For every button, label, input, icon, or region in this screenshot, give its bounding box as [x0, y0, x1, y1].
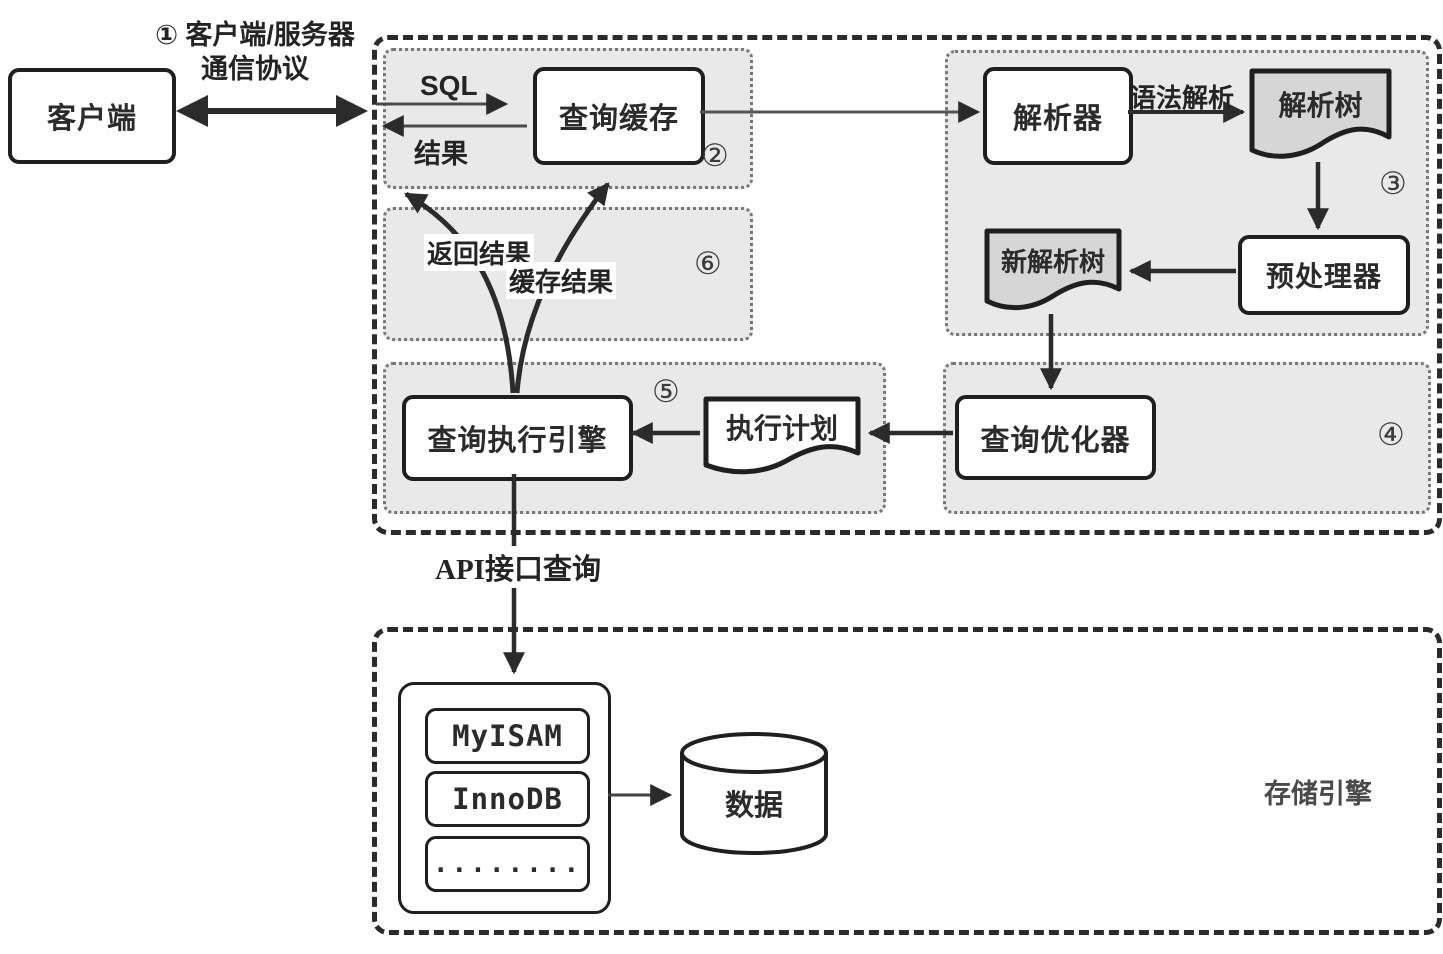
exec-plan-doc: 执行计划: [702, 395, 862, 477]
result-label: 结果: [414, 139, 468, 169]
query-optimizer-label: 查询优化器: [980, 424, 1131, 457]
step-4-badge: ④: [1377, 417, 1405, 452]
database-cylinder-icon: [680, 732, 828, 855]
step-6-badge: ⑥: [694, 246, 722, 281]
query-exec-engine-label: 查询执行引擎: [427, 425, 608, 457]
storage-engine-title: 存储引擎: [1264, 779, 1372, 809]
syntax-parse-label: 语法解析: [1130, 83, 1235, 113]
parse-tree-label: 解析树: [1278, 90, 1363, 121]
step-5-badge: ⑤: [652, 374, 680, 409]
query-exec-engine-node: 查询执行引擎: [402, 395, 633, 481]
protocol-line1: ① 客户端/服务器: [155, 20, 355, 50]
query-cache-label: 查询缓存: [558, 103, 679, 135]
document-shape-icon: [1249, 68, 1392, 159]
server-layer-container: [372, 35, 1442, 535]
query-optimizer-node: 查询优化器: [955, 395, 1156, 480]
engine-innodb: InnoDB: [425, 771, 590, 827]
document-shape-icon: [984, 228, 1122, 311]
data-label: 数据: [724, 790, 783, 822]
parser-node: 解析器: [983, 67, 1133, 165]
engine-others: ........: [425, 836, 590, 892]
client-node: 客户端: [8, 68, 176, 164]
innodb-label: InnoDB: [452, 782, 563, 816]
parse-tree-doc: 解析树: [1248, 67, 1393, 165]
step-2-badge: ②: [701, 138, 729, 173]
exec-plan-label: 执行计划: [725, 413, 838, 444]
data-cylinder: 数据: [678, 730, 830, 857]
engine-list-container: MyISAM InnoDB ........: [398, 682, 611, 914]
sql-label: SQL: [420, 70, 478, 101]
preprocessor-label: 预处理器: [1265, 261, 1382, 292]
query-cache-node: 查询缓存: [533, 67, 705, 165]
step-3-badge: ③: [1379, 166, 1407, 201]
new-parse-tree-doc: 新解析树: [983, 227, 1123, 315]
protocol-line2: 通信协议: [201, 54, 309, 84]
cache-result-label: 缓存结果: [506, 262, 617, 299]
preprocessor-node: 预处理器: [1238, 235, 1410, 315]
api-query-label: API接口查询: [432, 546, 604, 588]
storage-layer-container: [372, 627, 1442, 935]
other-engines-label: ........: [432, 849, 583, 879]
engine-myisam: MyISAM: [425, 708, 590, 764]
parser-label: 解析器: [1012, 103, 1103, 135]
document-shape-icon: [703, 396, 861, 475]
new-parse-tree-label: 新解析树: [1000, 246, 1105, 277]
protocol-label: ① 客户端/服务器 通信协议: [140, 18, 370, 86]
client-label: 客户端: [46, 103, 137, 135]
myisam-label: MyISAM: [452, 719, 563, 753]
